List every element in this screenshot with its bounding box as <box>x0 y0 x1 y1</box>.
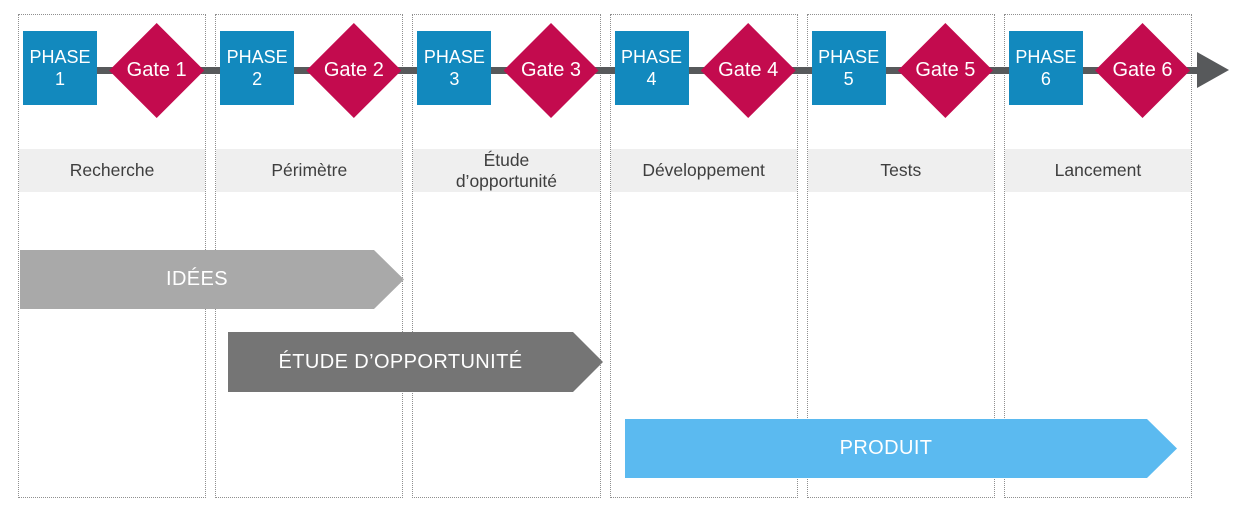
stage-column-3: PHASE 3 Gate 3 Étude d’opportunité <box>412 14 601 498</box>
phase-1-box: PHASE 1 <box>23 31 97 105</box>
gate-label: Gate 1 <box>126 59 187 81</box>
phase-word: PHASE <box>818 46 880 67</box>
activity-label-perimetre: Périmètre <box>216 149 403 192</box>
gate-label: Gate 5 <box>915 59 976 81</box>
phase-number: 1 <box>54 69 65 89</box>
produit-label: PRODUIT <box>839 437 933 459</box>
stage-column-5: PHASE 5 Gate 5 Tests <box>806 14 995 498</box>
gate-label: Gate 6 <box>1112 59 1173 81</box>
activity-label-etude-opportunite: Étude d’opportunité <box>413 149 600 192</box>
phase-word: PHASE <box>29 46 91 67</box>
phase-number: 4 <box>646 69 657 89</box>
phase-number: 3 <box>449 69 460 89</box>
activity-label-lancement: Lancement <box>1004 149 1192 192</box>
gate-label: Gate 2 <box>323 59 384 81</box>
gate-5-diamond: Gate 5 <box>897 23 993 118</box>
phase-3-box: PHASE 3 <box>417 31 492 105</box>
phase-6-box: PHASE 6 <box>1008 31 1083 105</box>
timeline-arrowhead-icon <box>1197 52 1229 88</box>
gate-2-diamond: Gate 2 <box>306 23 402 118</box>
phase-number: 6 <box>1040 69 1051 89</box>
phase-word: PHASE <box>621 46 683 67</box>
phase-5-box: PHASE 5 <box>811 31 886 105</box>
etude-opportunite-flow-arrow: ÉTUDE D’OPPORTUNITÉ <box>228 332 603 392</box>
produit-flow-arrow: PRODUIT <box>625 419 1177 478</box>
gate-1-diamond: Gate 1 <box>109 23 205 118</box>
gate-label: Gate 4 <box>718 59 779 81</box>
gate-3-diamond: Gate 3 <box>503 23 599 118</box>
gate-4-diamond: Gate 4 <box>700 23 796 118</box>
etude-opportunite-label: ÉTUDE D’OPPORTUNITÉ <box>278 350 523 373</box>
phase-4-box: PHASE 4 <box>614 31 689 105</box>
idees-flow-arrow: IDÉES <box>20 250 404 309</box>
phase-2-box: PHASE 2 <box>220 31 295 105</box>
activity-label-tests: Tests <box>807 149 994 192</box>
gate-6-diamond: Gate 6 <box>1095 23 1191 118</box>
idees-label: IDÉES <box>165 268 229 290</box>
phase-word: PHASE <box>226 46 288 67</box>
stage-column-1: PHASE 1 Gate 1 Recherche <box>18 14 207 498</box>
stage-column-6: PHASE 6 Gate 6 Lancement <box>1003 14 1193 498</box>
gate-label: Gate 3 <box>520 59 582 81</box>
phase-word: PHASE <box>423 46 485 67</box>
stage-column-2: PHASE 2 Gate 2 Périmètre <box>215 14 404 498</box>
phase-word: PHASE <box>1015 46 1077 67</box>
activity-label-developpement: Développement <box>610 149 797 192</box>
stage-column-4: PHASE 4 Gate 4 Développement <box>609 14 798 498</box>
activity-label-recherche: Recherche <box>19 149 206 192</box>
phase-number: 5 <box>843 69 854 89</box>
stage-columns: PHASE 1 Gate 1 Recherche PHASE 2 Gate 2 … <box>18 14 1193 498</box>
phase-number: 2 <box>252 69 263 89</box>
